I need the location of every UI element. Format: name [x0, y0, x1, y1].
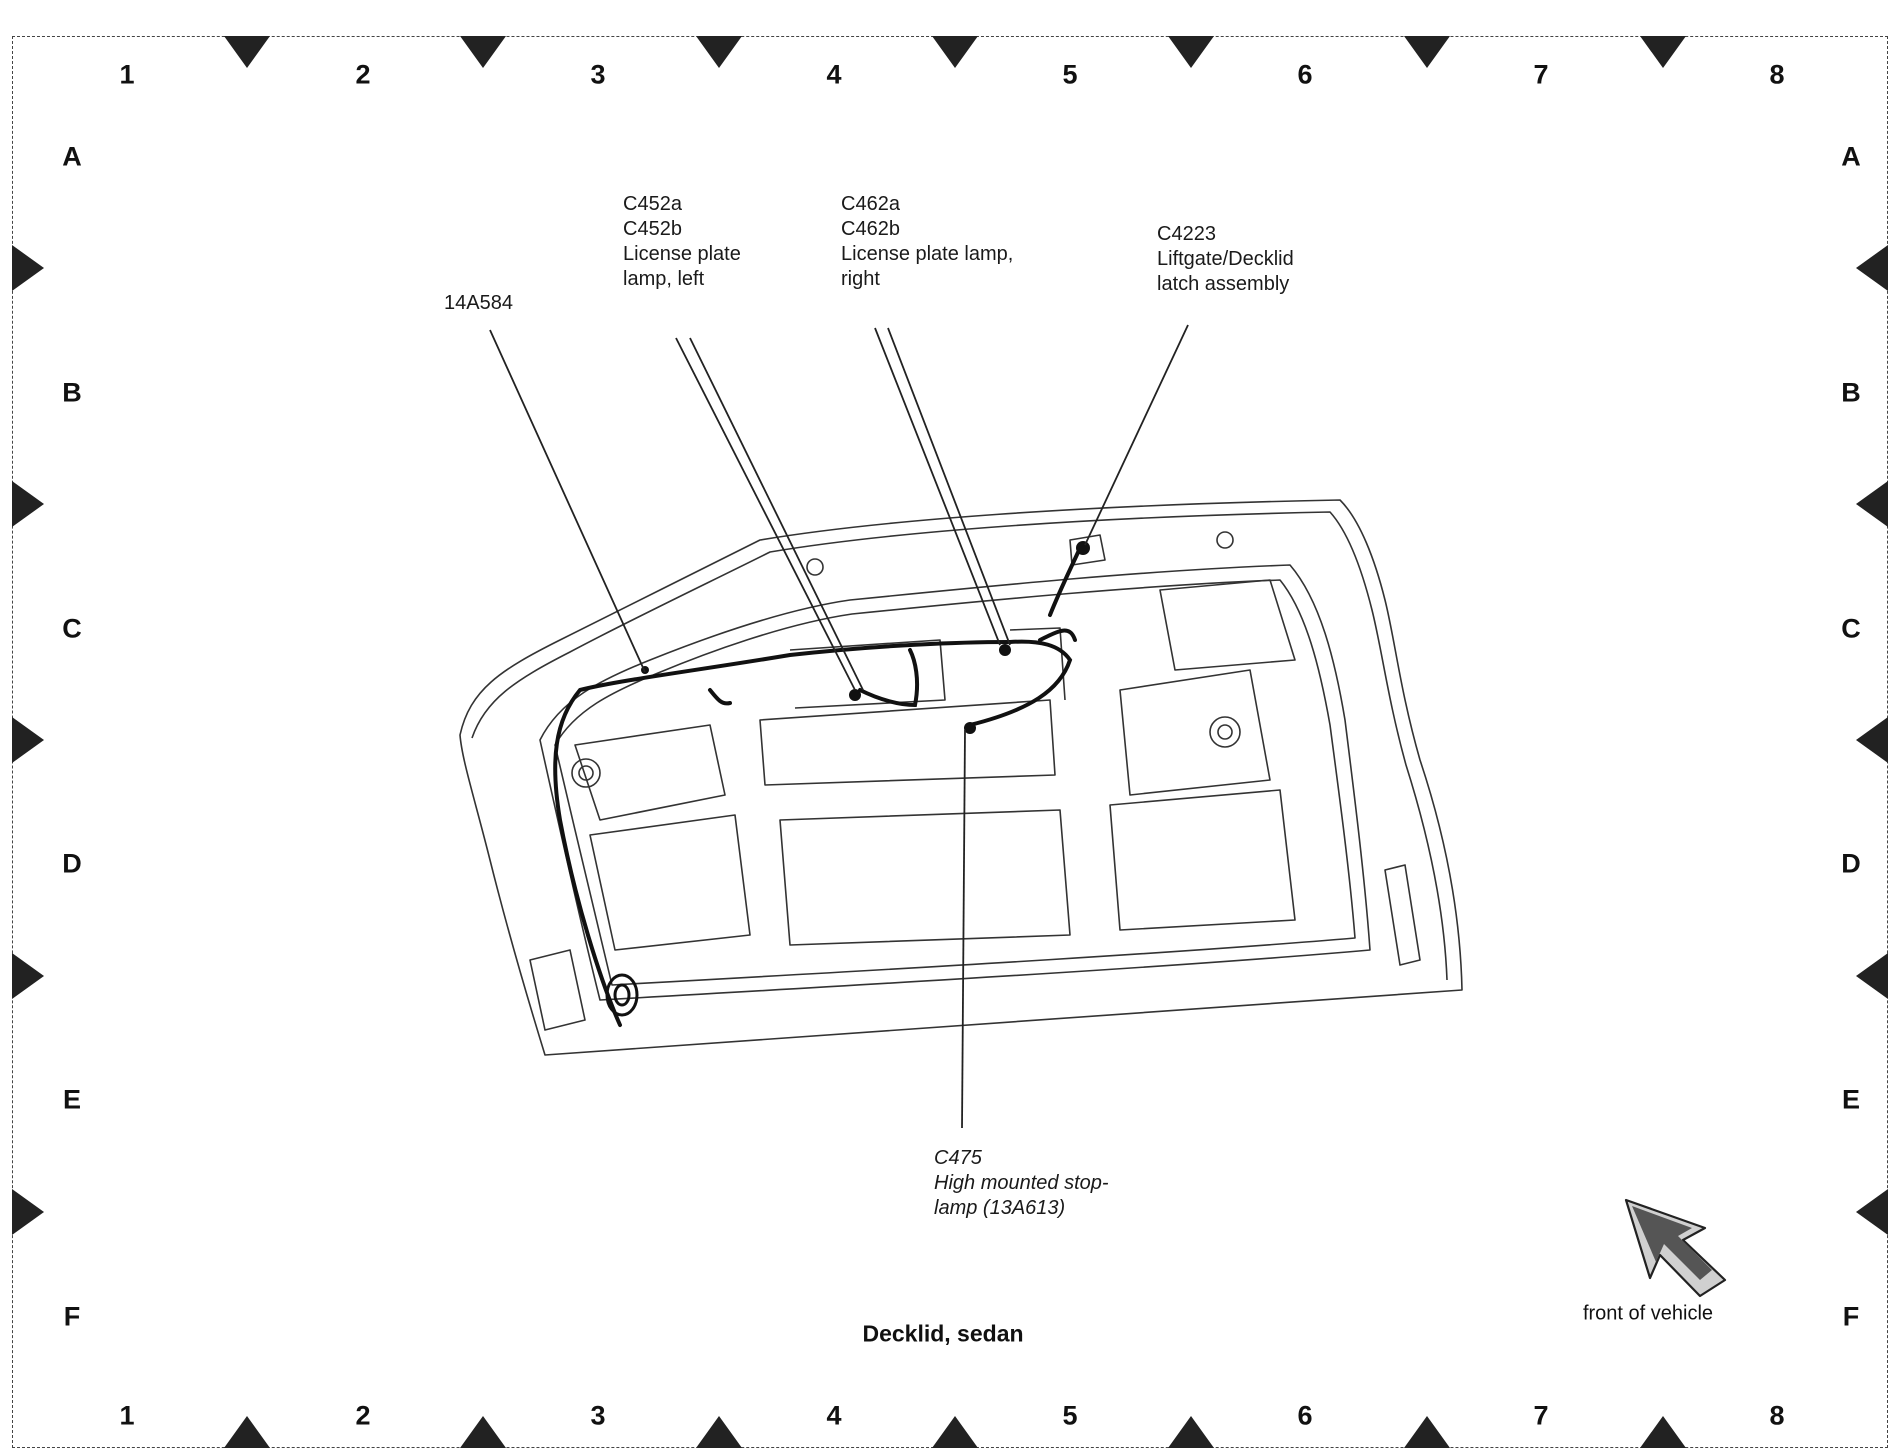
callout-stoplamp-line-3: lamp (13A613) [934, 1197, 1066, 1219]
row-label-e-right: E [1841, 1084, 1861, 1115]
callout-license-plate-left: C452a C452b License plate lamp, left [623, 192, 741, 292]
triangle-marker-icon [696, 36, 742, 68]
triangle-marker-icon [1640, 1416, 1686, 1448]
row-label-c: C [62, 613, 82, 644]
row-label-b-right: B [1841, 377, 1861, 408]
callout-license-plate-right: C462a C462b License plate lamp, right [841, 192, 1013, 292]
row-label-c-right: C [1841, 613, 1861, 644]
decklid-drawing [459, 499, 1463, 1056]
triangle-marker-icon [1856, 481, 1888, 527]
row-label-d-right: D [1841, 848, 1861, 879]
leader-c4223 [1084, 324, 1189, 546]
col-label-6: 6 [1297, 59, 1313, 90]
col-label-1: 1 [119, 59, 135, 90]
callout-latch-line-1: C4223 [1157, 223, 1216, 245]
triangle-marker-icon [224, 1416, 270, 1448]
col-label-6-bottom: 6 [1297, 1400, 1313, 1431]
callout-lp-right-line-3: License plate lamp, [841, 243, 1014, 265]
top-triangle-markers [224, 36, 1686, 68]
callout-stoplamp-line-2: High mounted stop- [934, 1172, 1109, 1194]
col-label-4-bottom: 4 [826, 1400, 842, 1431]
callout-lp-right-line-4: right [841, 268, 880, 290]
callout-harness-line-1: 14A584 [444, 292, 513, 314]
triangle-marker-icon [224, 36, 270, 68]
leader-c452a [675, 337, 856, 691]
callout-stoplamp-line-1: C475 [934, 1147, 982, 1169]
triangle-marker-icon [696, 1416, 742, 1448]
triangle-marker-icon [460, 36, 506, 68]
col-label-5: 5 [1062, 59, 1078, 90]
row-label-f: F [63, 1301, 81, 1332]
leader-c475 [961, 729, 966, 1129]
triangle-marker-icon [1856, 1189, 1888, 1235]
front-arrow-icon [1624, 1198, 1727, 1298]
bottom-triangle-markers [224, 1416, 1686, 1448]
connector-icon [849, 689, 861, 701]
triangle-marker-icon [1404, 36, 1450, 68]
col-label-4: 4 [826, 59, 842, 90]
wiring-harness [553, 546, 1082, 1027]
row-label-e: E [62, 1084, 82, 1115]
callout-harness: 14A584 [444, 291, 513, 316]
leader-14a584 [489, 329, 646, 673]
triangle-marker-icon [1404, 1416, 1450, 1448]
diagram-title: Decklid, sedan [862, 1320, 1024, 1347]
triangle-marker-icon [1856, 245, 1888, 291]
left-triangle-markers [12, 245, 44, 1235]
triangle-marker-icon [460, 1416, 506, 1448]
leader-c462a [874, 327, 1001, 646]
callout-lp-left-line-4: lamp, left [623, 268, 705, 290]
triangle-marker-icon [12, 717, 44, 763]
callout-lp-left-line-2: C452b [623, 218, 682, 240]
col-label-8: 8 [1769, 59, 1785, 90]
row-label-a-right: A [1841, 141, 1861, 172]
col-label-8-bottom: 8 [1769, 1400, 1785, 1431]
callout-lp-right-line-2: C462b [841, 218, 900, 240]
col-label-3: 3 [590, 59, 606, 90]
callout-latch-line-3: latch assembly [1157, 273, 1290, 295]
connectors [641, 541, 1090, 734]
col-label-2: 2 [355, 59, 371, 90]
front-of-vehicle-label: front of vehicle [1582, 1302, 1714, 1325]
right-triangle-markers [1856, 245, 1888, 1235]
col-label-3-bottom: 3 [590, 1400, 606, 1431]
col-label-7-bottom: 7 [1533, 1400, 1549, 1431]
callout-stoplamp: C475 High mounted stop- lamp (13A613) [934, 1146, 1109, 1221]
triangle-marker-icon [12, 245, 44, 291]
triangle-marker-icon [12, 481, 44, 527]
triangle-marker-icon [932, 36, 978, 68]
callout-lp-right-line-1: C462a [841, 193, 900, 215]
col-label-5-bottom: 5 [1062, 1400, 1078, 1431]
callout-lp-left-line-1: C452a [623, 193, 682, 215]
triangle-marker-icon [1168, 1416, 1214, 1448]
grommet [605, 973, 639, 1017]
triangle-marker-icon [1168, 36, 1214, 68]
triangle-marker-icon [1640, 36, 1686, 68]
row-label-d: D [62, 848, 82, 879]
triangle-marker-icon [12, 953, 44, 999]
leader-c462b [887, 327, 1011, 646]
callout-lp-left-line-3: License plate [623, 243, 741, 265]
callout-latch: C4223 Liftgate/Decklid latch assembly [1157, 222, 1294, 297]
triangle-marker-icon [1856, 717, 1888, 763]
connector-icon [999, 644, 1011, 656]
leader-c452b [689, 337, 864, 691]
triangle-marker-icon [1856, 953, 1888, 999]
connector-icon [1076, 541, 1090, 555]
callout-latch-line-2: Liftgate/Decklid [1157, 248, 1294, 270]
triangle-marker-icon [12, 1189, 44, 1235]
row-label-a: A [62, 141, 82, 172]
connector-icon [964, 722, 976, 734]
col-label-1-bottom: 1 [119, 1400, 135, 1431]
row-label-f-right: F [1842, 1301, 1860, 1332]
col-label-7: 7 [1533, 59, 1549, 90]
triangle-marker-icon [932, 1416, 978, 1448]
leader-lines [489, 324, 1189, 1129]
col-label-2-bottom: 2 [355, 1400, 371, 1431]
row-label-b: B [62, 377, 82, 408]
